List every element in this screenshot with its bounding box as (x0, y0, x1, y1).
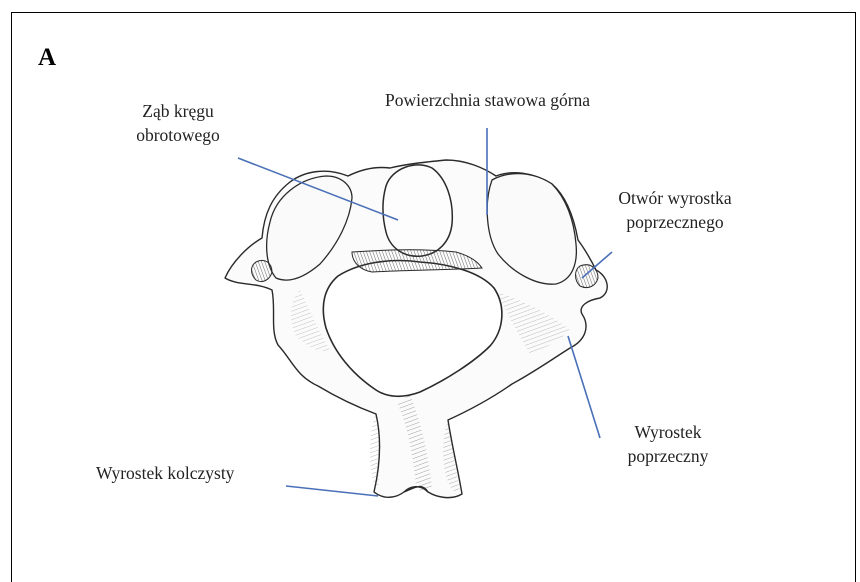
dens-shape (383, 165, 452, 256)
label-dens: Ząb kręgu obrotowego (108, 99, 248, 147)
label-transverse-foramen: Otwór wyrostka poprzecznego (610, 186, 740, 234)
leader-transverse (568, 336, 600, 438)
label-spinous-process: Wyrostek kolczysty (96, 461, 234, 485)
label-superior-articular-surface: Powierzchnia stawowa górna (385, 88, 590, 112)
leader-spinous (286, 486, 378, 496)
label-transverse-process: Wyrostek poprzeczny (608, 420, 728, 468)
